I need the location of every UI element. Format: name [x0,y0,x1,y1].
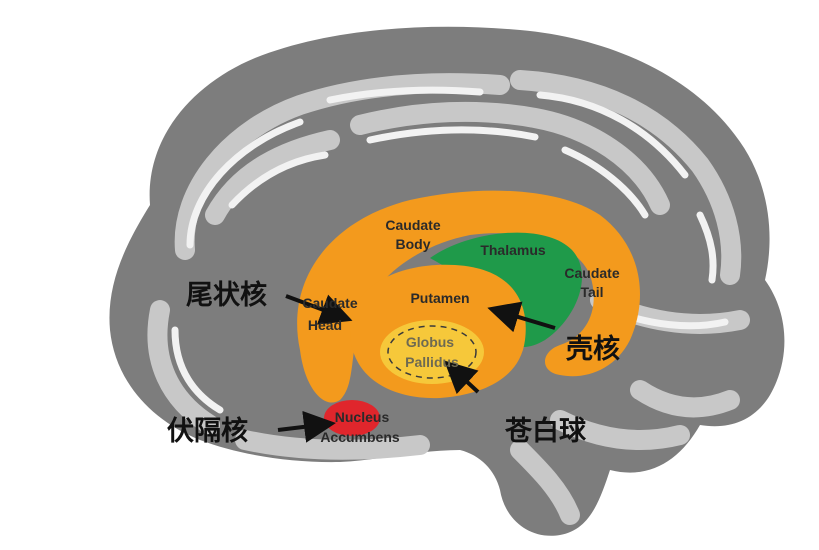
label-putamen: Putamen [410,290,469,306]
globus-pallidus [380,320,484,384]
arrow-icon [277,410,336,443]
label-thalamus: Thalamus [480,242,546,258]
label-caudate-tail-2: Tail [580,284,603,300]
label-globus-pallidus-2: Pallidus [405,354,459,370]
label-nucleus-accumbens-2: Accumbens [320,429,400,445]
label-zh-pallidus: 苍白球 [504,415,587,447]
label-nucleus-accumbens-1: Nucleus [335,409,390,425]
english-labels: Caudate Body Thalamus Caudate Tail Cauda… [302,217,619,445]
basal-ganglia [297,190,640,436]
label-zh-putamen: 壳核 [566,333,620,365]
arrows [277,294,556,443]
label-caudate-body-2: Body [396,236,431,252]
arrow-icon [444,360,480,395]
nucleus-accumbens [324,400,380,436]
label-caudate-tail-1: Caudate [564,265,619,281]
arrow-icon [285,294,353,325]
label-zh-caudate: 尾状核 [186,279,267,311]
label-globus-pallidus-1: Globus [406,334,454,350]
label-caudate-body-1: Caudate [385,217,440,233]
caudate-nucleus [297,190,640,403]
label-caudate-head-2: Head [308,317,342,333]
label-caudate-head-1: Caudate [302,295,357,311]
arrow-icon [487,301,556,333]
chinese-labels: 尾状核 壳核 伏隔核 苍白球 [167,279,620,447]
globus-pallidus-dashed-outline [387,325,477,379]
label-zh-accumbens: 伏隔核 [167,415,248,447]
gyri-highlight [171,86,729,414]
